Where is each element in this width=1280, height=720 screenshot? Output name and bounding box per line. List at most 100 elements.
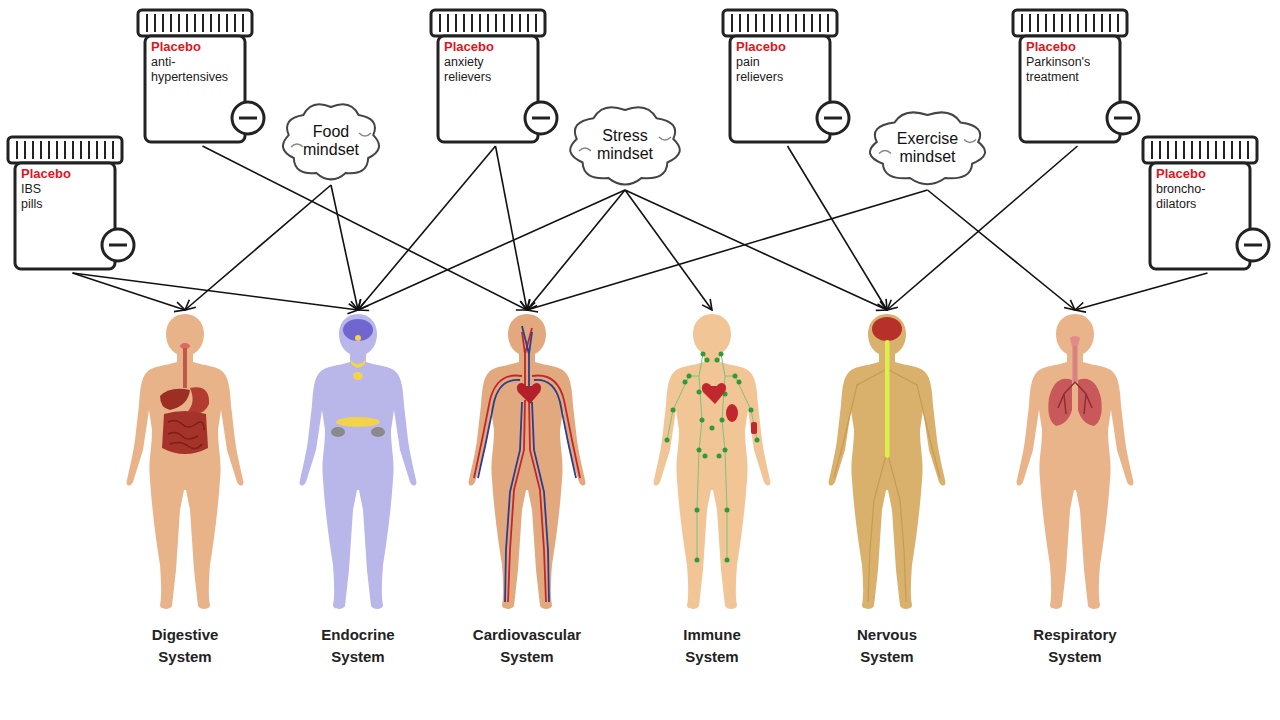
lymph-nodes bbox=[723, 448, 728, 453]
system-label: Nervous System bbox=[857, 624, 917, 668]
bottle-body bbox=[1150, 163, 1250, 269]
cap-rib bbox=[1231, 141, 1233, 159]
cardiovascular-figure bbox=[469, 314, 586, 609]
drug-name: anti- hypertensives bbox=[151, 55, 228, 85]
minus-sign bbox=[532, 117, 550, 120]
minus-sign bbox=[1244, 244, 1262, 247]
bone-marrow bbox=[751, 422, 757, 434]
endocrine-figure bbox=[300, 314, 417, 609]
influence-arrow bbox=[928, 190, 1076, 310]
veins bbox=[478, 380, 520, 478]
influence-arrow bbox=[788, 146, 888, 310]
cap-rib bbox=[479, 14, 481, 32]
system-label: Immune System bbox=[683, 624, 741, 668]
mindset-brain: Stress mindset bbox=[565, 100, 685, 190]
influence-arrow bbox=[203, 146, 528, 310]
lymph-vessels bbox=[667, 354, 757, 560]
spleen bbox=[726, 404, 738, 422]
lymph-nodes bbox=[705, 358, 710, 363]
lymph-nodes bbox=[725, 508, 730, 513]
veins bbox=[534, 380, 576, 478]
lymph-nodes bbox=[715, 358, 720, 363]
bottle-cap bbox=[431, 10, 545, 36]
cap-rib bbox=[463, 14, 465, 32]
cap-rib bbox=[1069, 14, 1071, 32]
cap-rib bbox=[1223, 141, 1225, 159]
cap-rib bbox=[32, 141, 34, 159]
cap-rib bbox=[739, 14, 741, 32]
bottle-label: Placebobroncho- dilators bbox=[1156, 166, 1240, 212]
brain-label: Food mindset bbox=[277, 97, 385, 185]
nasal-cavity bbox=[1070, 336, 1080, 346]
minus-badge bbox=[102, 229, 134, 261]
minus-badge bbox=[525, 102, 557, 134]
influence-arrow bbox=[358, 146, 496, 310]
drug-name: anxiety relievers bbox=[444, 55, 491, 85]
cap-rib bbox=[1045, 14, 1047, 32]
brain-label: Exercise mindset bbox=[865, 105, 990, 190]
intestine-coils bbox=[168, 420, 204, 448]
cap-rib bbox=[72, 141, 74, 159]
minus-sign bbox=[1114, 117, 1132, 120]
placebo-bottle: Placeboanti- hypertensives bbox=[135, 8, 270, 146]
system-label: Endocrine System bbox=[321, 624, 394, 668]
arteries bbox=[529, 400, 546, 602]
cap-rib bbox=[96, 141, 98, 159]
cap-rib bbox=[88, 141, 90, 159]
placebo-bottle: PlaceboParkinson's treatment bbox=[1010, 8, 1145, 146]
cap-rib bbox=[1167, 141, 1169, 159]
bottle-cap bbox=[8, 137, 122, 163]
cap-rib bbox=[202, 14, 204, 32]
minus-badge bbox=[1107, 102, 1139, 134]
cap-rib bbox=[511, 14, 513, 32]
mindset-label: Exercise mindset bbox=[897, 130, 958, 166]
cap-rib bbox=[210, 14, 212, 32]
immune-figure bbox=[654, 314, 771, 609]
cap-rib bbox=[1215, 141, 1217, 159]
lymph-nodes bbox=[755, 438, 760, 443]
veins bbox=[478, 326, 576, 602]
bottle-label: PlaceboIBS pills bbox=[21, 166, 105, 212]
brain-label: Stress mindset bbox=[565, 100, 685, 190]
cap-rib bbox=[527, 14, 529, 32]
system-label-box: Immune System bbox=[637, 624, 787, 668]
cap-rib bbox=[535, 14, 537, 32]
lymph-nodes bbox=[671, 408, 676, 413]
lymph-nodes bbox=[687, 374, 692, 379]
bottle-label: Placeboanti- hypertensives bbox=[151, 39, 235, 85]
influence-arrow bbox=[527, 190, 928, 310]
influence-arrow bbox=[625, 190, 887, 310]
cap-rib bbox=[811, 14, 813, 32]
body-system: Cardiovascular System bbox=[452, 310, 602, 672]
cap-rib bbox=[162, 14, 164, 32]
thyroid bbox=[350, 359, 366, 368]
mindset-brain: Exercise mindset bbox=[865, 105, 990, 190]
minus-sign bbox=[824, 117, 842, 120]
cap-rib bbox=[471, 14, 473, 32]
bottle-cap bbox=[1143, 137, 1257, 163]
placebo-bottle: Placebopain relievers bbox=[720, 8, 855, 146]
bottle-body bbox=[438, 36, 538, 142]
human-silhouette bbox=[469, 314, 586, 609]
cap-rib bbox=[487, 14, 489, 32]
cap-rib bbox=[1053, 14, 1055, 32]
bottle-cap bbox=[1013, 10, 1127, 36]
cap-rib bbox=[455, 14, 457, 32]
arteries bbox=[474, 328, 580, 602]
trachea bbox=[1073, 346, 1078, 382]
minus-badge bbox=[817, 102, 849, 134]
cap-rib bbox=[104, 141, 106, 159]
cap-rib bbox=[186, 14, 188, 32]
drug-name: broncho- dilators bbox=[1156, 182, 1205, 212]
cap-rib bbox=[1093, 14, 1095, 32]
influence-arrow bbox=[185, 185, 331, 310]
lymph-nodes bbox=[695, 508, 700, 513]
heart bbox=[517, 383, 541, 404]
lymph-nodes bbox=[665, 352, 760, 563]
cap-rib bbox=[1085, 14, 1087, 32]
body-system: Endocrine System bbox=[283, 310, 433, 672]
lymph-nodes bbox=[717, 454, 722, 459]
cap-rib bbox=[1151, 141, 1153, 159]
